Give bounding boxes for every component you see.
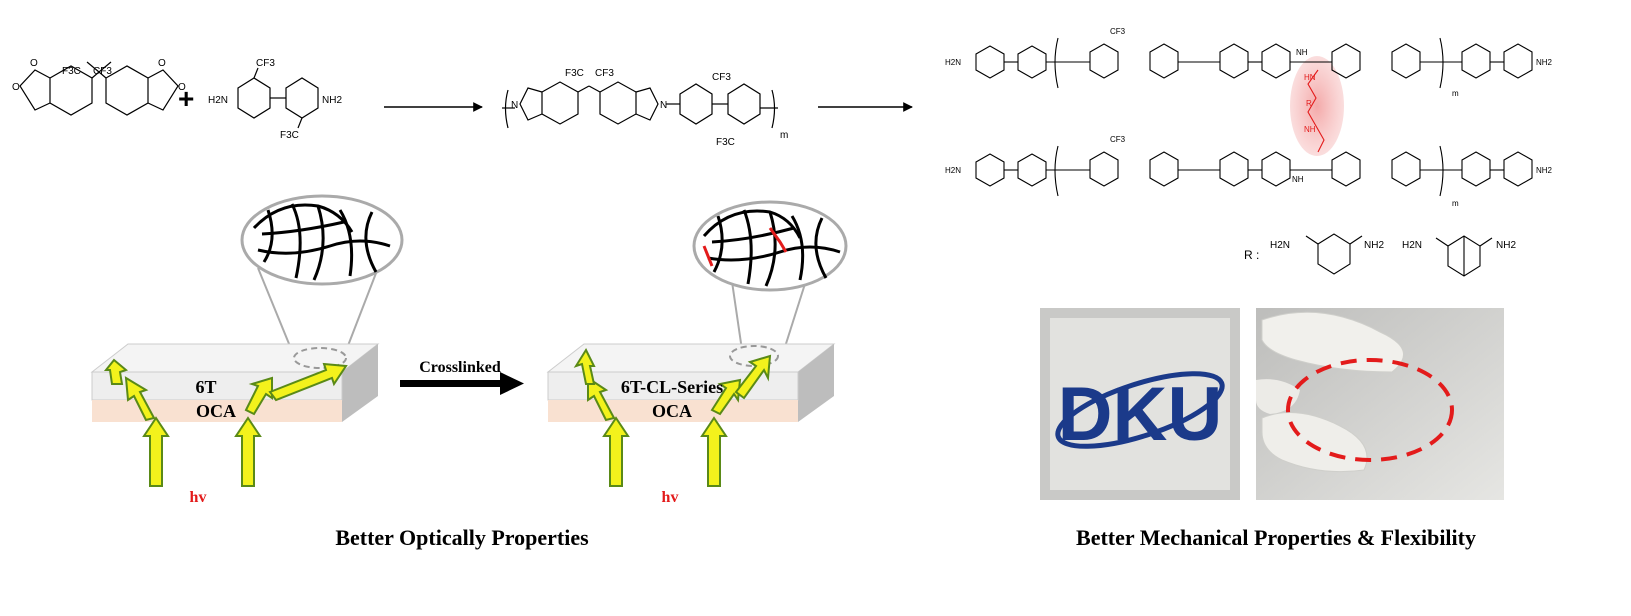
pi-cf3-label: CF3 — [595, 68, 614, 79]
crosslink-r-label: R — [1306, 99, 1312, 108]
pi-f3c-label-2: F3C — [716, 137, 735, 148]
pi-n-label-1: N — [511, 100, 518, 111]
left-hv-label: hv — [190, 489, 207, 506]
plus-sign: + — [178, 83, 194, 114]
pi-cf3-label-2: CF3 — [712, 72, 731, 83]
chain2-nh2-label: NH2 — [1536, 166, 1553, 175]
dianhydride-o-label-4: O — [178, 82, 186, 93]
crosslinked-arrow — [400, 372, 524, 395]
left-film-bottom-label: OCA — [196, 401, 236, 421]
crosslink-highlight — [1290, 56, 1344, 156]
right-film-top-label: 6T-CL-Series — [621, 377, 723, 397]
photo-logo-film: DKU — [1040, 308, 1240, 500]
diamine-cf3-label: CF3 — [256, 58, 275, 69]
chain1-cf3-label: CF3 — [1110, 27, 1126, 36]
left-film — [90, 343, 380, 422]
right-film-bottom-label: OCA — [652, 401, 692, 421]
crosslink-mark-2 — [768, 227, 788, 253]
crosslink-nh-label: NH — [1304, 125, 1316, 134]
caption-left: Better Optically Properties — [335, 525, 589, 550]
diamine-h2n-label: H2N — [208, 95, 228, 106]
diamine-nh2-label: NH2 — [322, 95, 342, 106]
diamine-f3c-label: F3C — [280, 130, 299, 141]
chain2-h2n-label: H2N — [945, 166, 961, 175]
r2-h2n-label: H2N — [1402, 240, 1422, 251]
chain2-nh-label: NH — [1292, 175, 1304, 184]
right-light-arrows — [573, 347, 772, 487]
pi-n-label-2: N — [660, 100, 667, 111]
chain1-nh2-label: NH2 — [1536, 58, 1553, 67]
dianhydride-structure — [19, 61, 179, 116]
r1-h2n-label: H2N — [1270, 240, 1290, 251]
dianhydride-cf3-label: CF3 — [93, 66, 112, 77]
dianhydride-f3c-label: F3C — [62, 66, 81, 77]
chain2-m-label: m — [1452, 199, 1459, 208]
dianhydride-o-label-2: O — [12, 82, 20, 93]
chain1-h2n-label: H2N — [945, 58, 961, 67]
pi-m-label: m — [780, 130, 788, 141]
crosslinked-label: Crosslinked — [419, 359, 501, 376]
right-hv-label: hv — [662, 489, 679, 506]
logo-text: DKU — [1058, 372, 1223, 457]
r1-nh2-label: NH2 — [1364, 240, 1384, 251]
chain2-cf3-label: CF3 — [1110, 135, 1126, 144]
pi-f3c-label: F3C — [565, 68, 584, 79]
crosslink-bridge — [1307, 69, 1325, 153]
crosslinked-chain-1 — [975, 37, 1533, 89]
crosslinked-chain-2 — [975, 145, 1533, 197]
left-film-top-label: 6T — [195, 377, 216, 397]
crosslink-hn-label: HN — [1304, 73, 1316, 82]
r-group-label: R : — [1244, 248, 1259, 262]
left-light-arrows — [103, 358, 348, 487]
crosslink-mark-1 — [702, 245, 714, 267]
left-magnifier — [240, 194, 404, 357]
chain1-nh-label: NH — [1296, 48, 1308, 57]
chain1-m-label: m — [1452, 89, 1459, 98]
diamine-structure — [237, 67, 319, 129]
dianhydride-o-label-1: O — [30, 58, 38, 69]
photo-flexible-film — [1256, 308, 1504, 500]
polyimide-6t-structure — [502, 81, 778, 129]
r-group-structures — [1305, 233, 1493, 277]
right-film — [546, 343, 836, 422]
r2-nh2-label: NH2 — [1496, 240, 1516, 251]
dianhydride-o-label-3: O — [158, 58, 166, 69]
right-magnifier — [692, 200, 848, 351]
caption-right: Better Mechanical Properties & Flexibili… — [1076, 525, 1476, 550]
